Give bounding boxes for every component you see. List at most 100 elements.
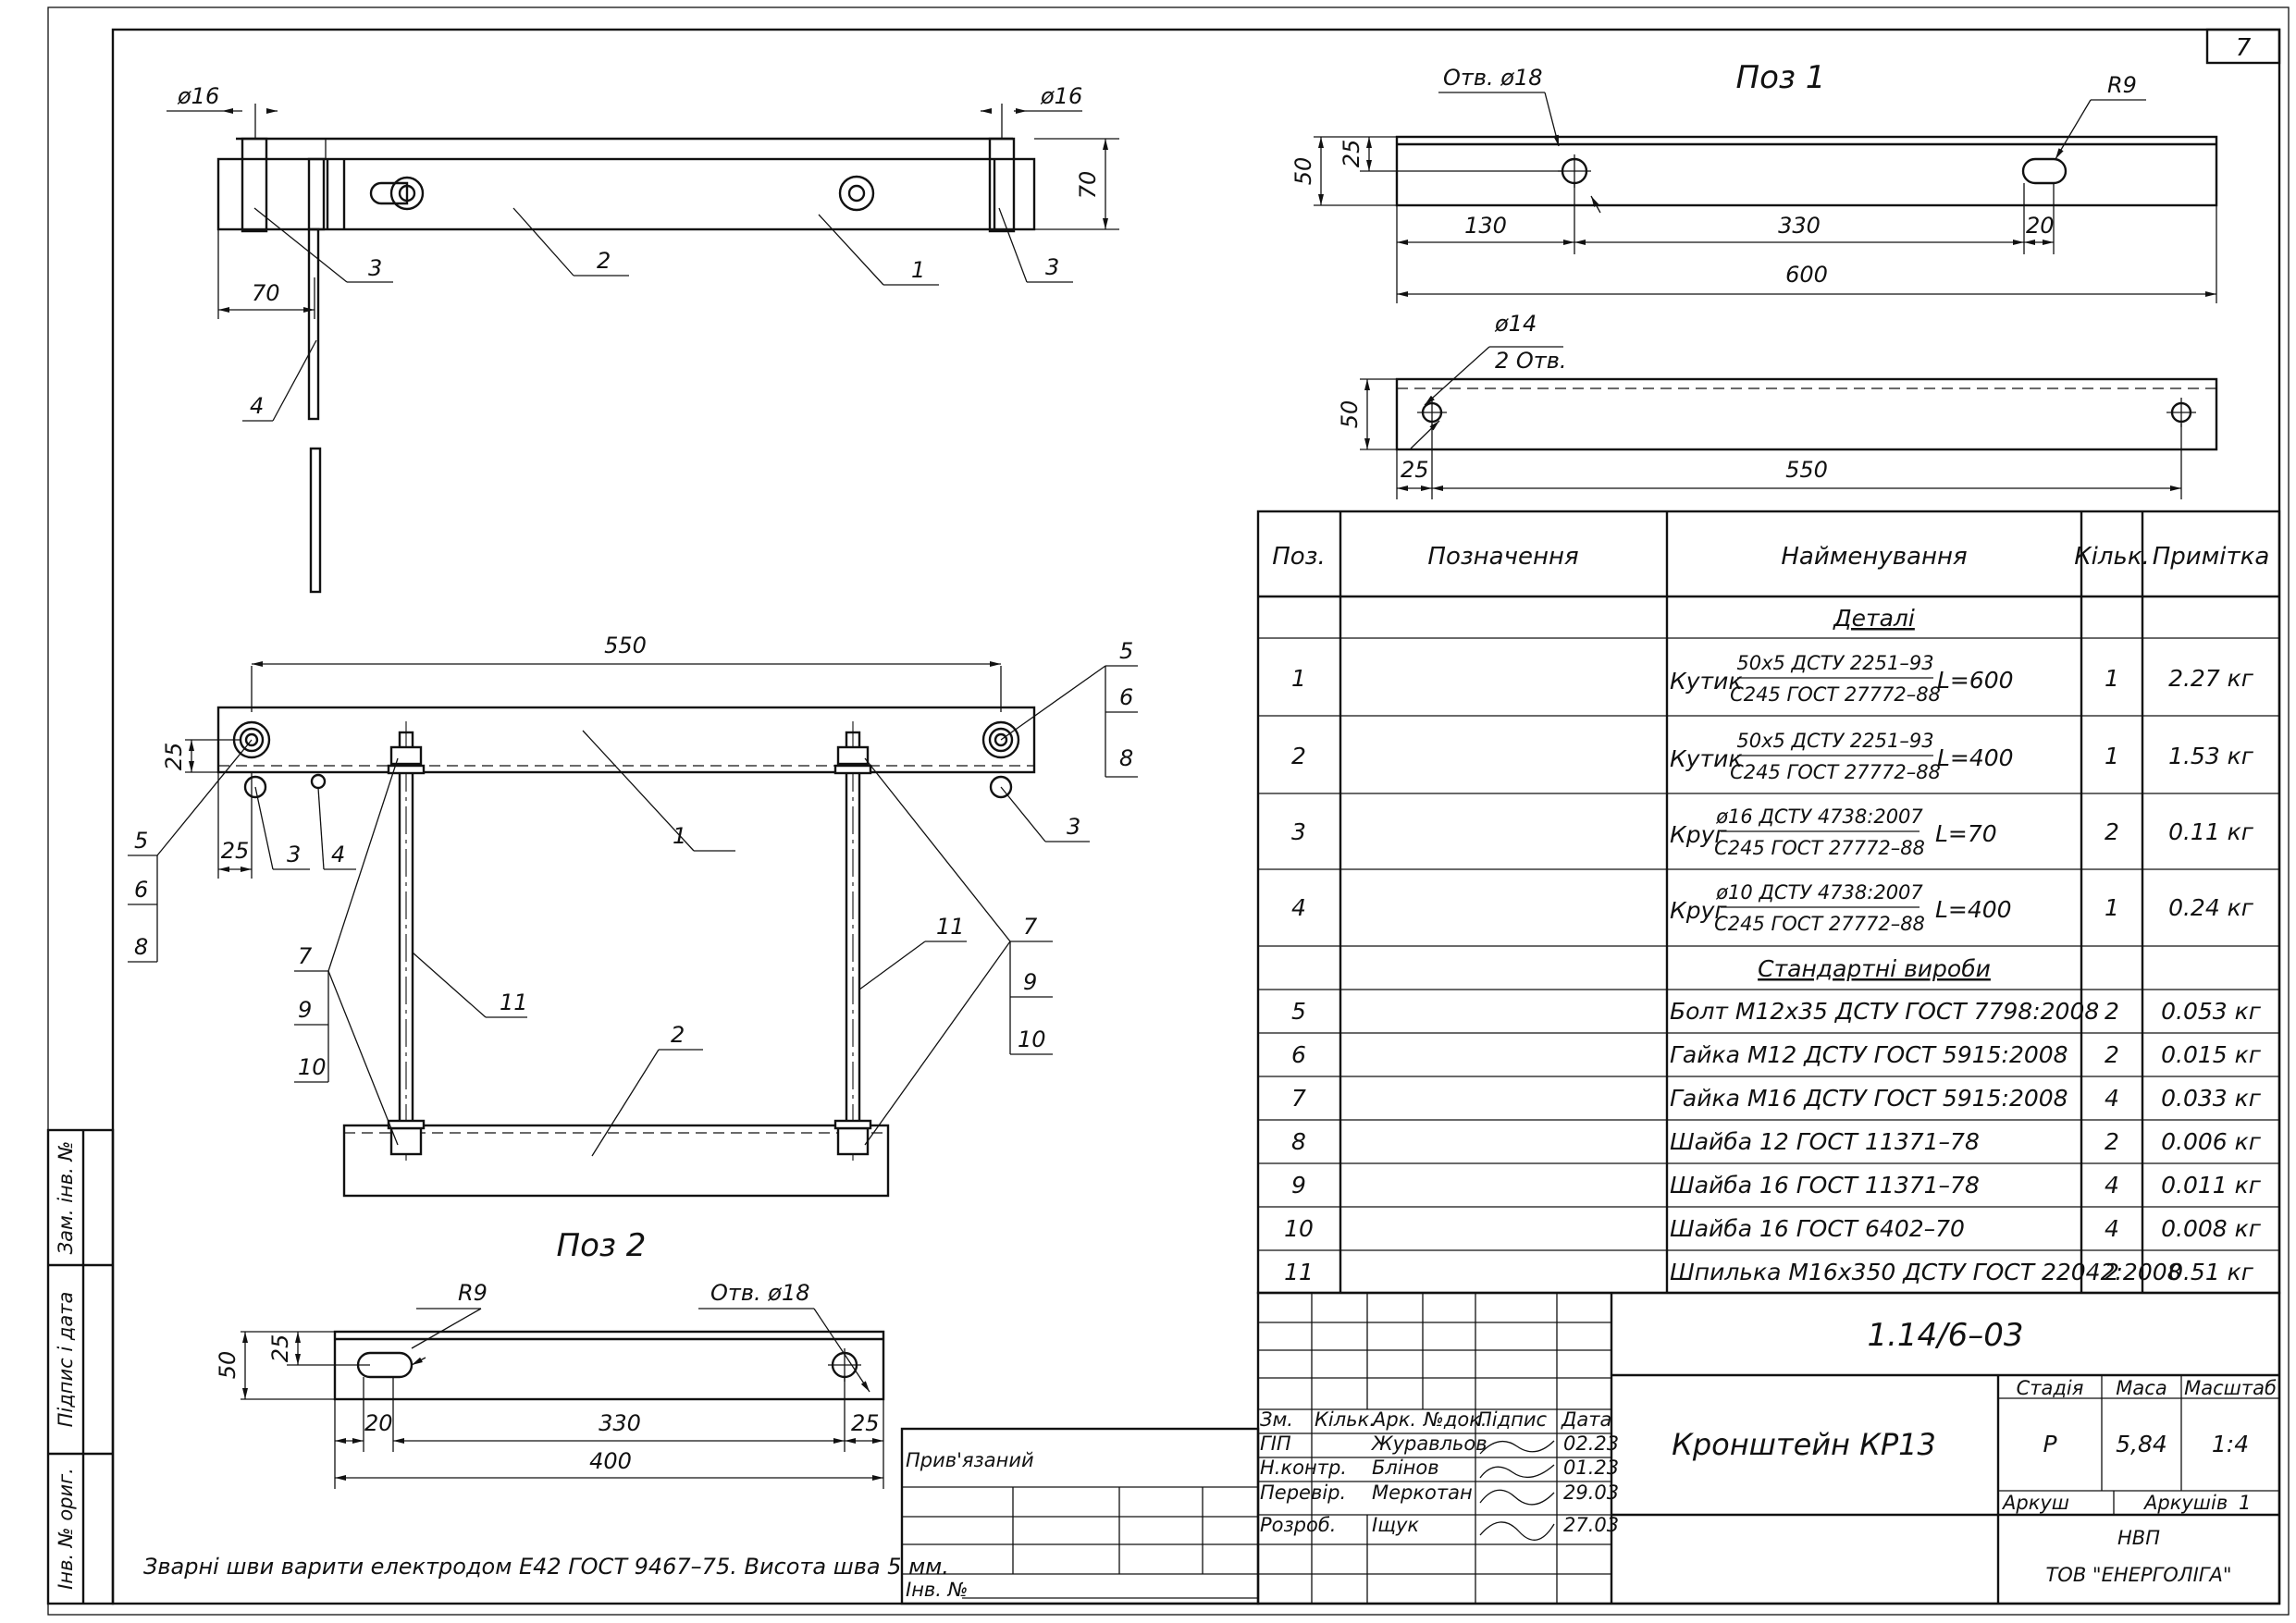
tb-role-rozrob: Розроб. Іщук 27.03 (1260, 1514, 1619, 1541)
bom-row-4: 4 Круг ø10 ДСТУ 4738:2007 С245 ГОСТ 2777… (1291, 881, 2254, 935)
bom-len: L=600 (1937, 667, 2014, 694)
callout-11-right: 11 (936, 914, 965, 940)
bom-head-designation: Позначення (1427, 543, 1578, 571)
poz2-title: Поз 2 (557, 1227, 647, 1264)
bom-qty: 4 (2105, 1085, 2119, 1112)
poz1-dim-r9: R9 (2107, 72, 2137, 98)
signature-icon (1479, 1489, 1555, 1506)
callout-4: 4 (250, 393, 264, 419)
bom-name: Гайка М12 ДСТУ ГОСТ 5915:2008 (1670, 1041, 2068, 1068)
poz2-dim-hole: Отв. ø18 (710, 1280, 810, 1306)
bom-den: С245 ГОСТ 27772–88 (1714, 913, 1925, 935)
callout-9-left: 9 (298, 997, 312, 1023)
bom-pos: 6 (1291, 1041, 1306, 1068)
privyaz-label: Прив'язаний (906, 1449, 1034, 1471)
tb-person: Журавльов (1370, 1432, 1487, 1455)
dim-w550: 550 (604, 633, 647, 658)
bom-head-note: Примітка (2153, 543, 2270, 571)
bom-section-standard: Стандартні вироби (1758, 955, 1991, 982)
callout-1-front: 1 (673, 823, 686, 849)
callout-11-left: 11 (500, 990, 528, 1015)
sheets-value: 1 (2239, 1492, 2251, 1514)
mass-label: Маса (2116, 1377, 2166, 1399)
tb-role: Перевір. (1260, 1482, 1346, 1504)
bom-std-row-11: 11 Шпилька М16х350 ДСТУ ГОСТ 22042:2008 … (1284, 1259, 2254, 1285)
bom-head-qty: Кільк. (2074, 543, 2150, 571)
callout-6-left: 6 (134, 877, 148, 903)
tb-col-pidpys: Підпис (1477, 1408, 1548, 1431)
bom-note: 2.27 кг (2168, 665, 2254, 692)
bom-num: ø10 ДСТУ 4738:2007 (1715, 881, 1923, 904)
callout-3-left: 3 (368, 255, 382, 281)
bom-pos: 10 (1284, 1215, 1314, 1242)
bom-pos: 9 (1291, 1172, 1306, 1199)
bom-std-row-6: 6 Гайка М12 ДСТУ ГОСТ 5915:2008 2 0.015 … (1291, 1041, 2262, 1068)
bom-pos: 3 (1291, 818, 1306, 845)
poz2-dim-330: 330 (599, 1410, 641, 1436)
side-stamp: Зам. інв. № Підпис і дата Інв. № ориг. (46, 1128, 115, 1605)
poz1-dim-330: 330 (1778, 213, 1821, 239)
bom-qty: 1 (2105, 894, 2119, 921)
bom-std-row-10: 10 Шайба 16 ГОСТ 6402–70 4 0.008 кг (1284, 1215, 2262, 1242)
inv-orig-label: Інв. № ориг. (55, 1468, 77, 1590)
bom-qty: 4 (2105, 1172, 2119, 1199)
poz2-dim-r9: R9 (458, 1280, 488, 1306)
poz1-view: Поз 1 Отв. ø18 R9 50 25 130 330 20 600 (1290, 59, 2218, 499)
bom-den: С245 ГОСТ 27772–88 (1730, 761, 1941, 783)
poz2-dim-400: 400 (589, 1448, 632, 1474)
tb-person: Блінов (1372, 1457, 1439, 1479)
zam-inv-label: Зам. інв. № (55, 1141, 77, 1255)
poz1-dim-h50: 50 (1290, 157, 1316, 186)
tb-date: 02.23 (1563, 1432, 1619, 1455)
signature-icon (1479, 1521, 1555, 1541)
bom-name: Гайка М16 ДСТУ ГОСТ 5915:2008 (1670, 1085, 2068, 1112)
bom-len: L=400 (1935, 896, 2012, 923)
bom-name: Шайба 16 ГОСТ 11371–78 (1670, 1172, 1980, 1199)
tb-person: Іщук (1372, 1514, 1419, 1536)
poz1-dim-600: 600 (1785, 262, 1828, 288)
poz1-dim-h25: 25 (1339, 140, 1364, 168)
tb-date: 27.03 (1563, 1514, 1619, 1536)
tb-role-gip: ГІП Журавльов 02.23 (1260, 1432, 1619, 1455)
poz1-dim-550: 550 (1785, 457, 1828, 483)
bom-note: 0.053 кг (2161, 998, 2262, 1025)
callout-7-right: 7 (1023, 914, 1038, 940)
mass-value: 5,84 (2116, 1431, 2167, 1457)
callout-2-front: 2 (671, 1022, 685, 1048)
bom-len: L=400 (1937, 744, 2014, 771)
bom-len: L=70 (1935, 820, 1997, 847)
bom-note: 0.51 кг (2168, 1259, 2254, 1285)
callout-3-right: 3 (1045, 254, 1059, 280)
poz2-dim-25: 25 (851, 1410, 880, 1436)
dim-d16-left: ø16 (177, 83, 219, 109)
privyaz-inv-label: Інв. № (906, 1579, 969, 1601)
bom-pos: 1 (1291, 665, 1306, 692)
bom-std-row-5: 5 Болт М12х35 ДСТУ ГОСТ 7798:2008 2 0.05… (1291, 998, 2262, 1025)
callout-3-right-front: 3 (1067, 814, 1080, 840)
sheet-label: Аркуш (2001, 1492, 2069, 1514)
bom-qty: 2 (2105, 1041, 2119, 1068)
callout-8-left: 8 (134, 934, 148, 960)
dim-h70: 70 (1075, 171, 1101, 200)
bom-name: Шпилька М16х350 ДСТУ ГОСТ 22042:2008 (1670, 1259, 2182, 1285)
bom-num: 50х5 ДСТУ 2251–93 (1736, 652, 1933, 674)
tb-role: Розроб. (1260, 1514, 1336, 1536)
bom-row-1: 1 Кутик 50х5 ДСТУ 2251–93 С245 ГОСТ 2777… (1291, 652, 2254, 706)
bom-pos: 5 (1291, 998, 1306, 1025)
poz2-dim-h50: 50 (215, 1351, 241, 1380)
bom-note: 0.11 кг (2168, 818, 2254, 845)
callout-5-right: 5 (1119, 638, 1133, 664)
bom-std-row-9: 9 Шайба 16 ГОСТ 11371–78 4 0.011 кг (1291, 1172, 2262, 1199)
bom-name: Шайба 16 ГОСТ 6402–70 (1670, 1215, 1965, 1242)
stage-value: Р (2043, 1431, 2057, 1457)
title-block: Зм. Кільк. Арк. №док. Підпис Дата ГІП Жу… (1256, 1291, 2281, 1605)
bom-name: Шайба 12 ГОСТ 11371–78 (1670, 1128, 1980, 1155)
bom-qty: 4 (2105, 1215, 2119, 1242)
poz1-dim-d14: ø14 (1494, 311, 1537, 337)
bom-note: 0.008 кг (2161, 1215, 2262, 1242)
product-name: Кронштейн КР13 (1672, 1427, 1936, 1462)
bom-section-details: Деталі (1833, 605, 1915, 632)
bom-note: 0.006 кг (2161, 1128, 2262, 1155)
drawing-code: 1.14/6–03 (1867, 1317, 2023, 1354)
dim-x25: 25 (221, 838, 250, 864)
